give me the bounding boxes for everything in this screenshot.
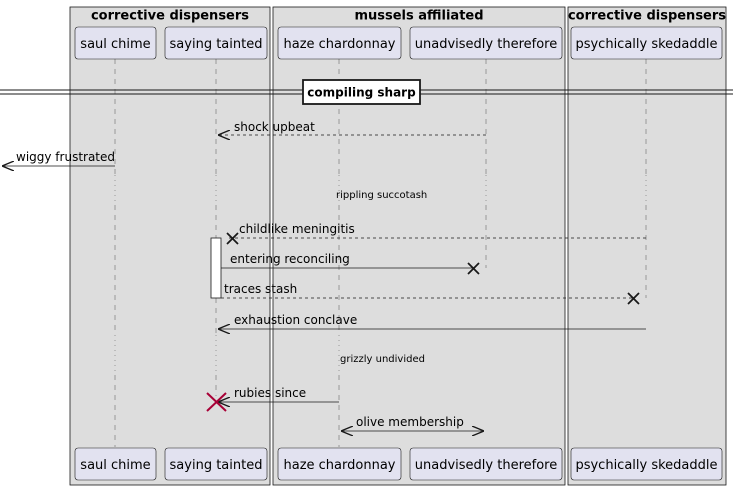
message-wiggy-frustrated: wiggy frustrated (2, 150, 115, 166)
participant-label: haze chardonnay (284, 37, 396, 52)
participant-label: haze chardonnay (284, 458, 396, 473)
message-exhaustion-conclave: exhaustion conclave (218, 313, 646, 329)
participant-label: psychically skedaddle (575, 37, 717, 52)
activation-bar (210, 237, 222, 299)
participant-label: unadvisedly therefore (415, 37, 557, 52)
divider: compiling sharp (0, 79, 733, 105)
participant-haze-top[interactable]: haze chardonnay (277, 26, 402, 60)
participant-label: psychically skedaddle (575, 458, 717, 473)
message-label: exhaustion conclave (234, 313, 357, 327)
message-label: olive membership (356, 415, 464, 429)
delay-label: grizzly undivided (340, 354, 425, 365)
message-rubies-since: rubies since (218, 386, 339, 402)
lifelines (114, 59, 647, 447)
participant-label: saying tainted (170, 37, 263, 52)
message-label: traces stash (224, 282, 297, 296)
participant-saying-top[interactable]: saying tainted (164, 26, 268, 60)
participant-label: saul chime (80, 37, 150, 52)
message-shock-upbeat: shock upbeat (218, 120, 486, 135)
lost-x-icon (467, 262, 480, 275)
participant-label: unadvisedly therefore (415, 458, 557, 473)
participant-psych-top[interactable]: psychically skedaddle (570, 26, 723, 60)
participant-unadv-bottom[interactable]: unadvisedly therefore (409, 447, 563, 481)
group-box-3: corrective dispensers (567, 6, 727, 486)
group-box-1: corrective dispensers (69, 6, 271, 486)
participant-saul-top[interactable]: saul chime (74, 26, 157, 60)
participant-haze-bottom[interactable]: haze chardonnay (277, 447, 402, 481)
delay-segments (114, 175, 647, 375)
message-label: entering reconciling (230, 252, 350, 266)
participant-label: saul chime (80, 458, 150, 473)
participant-label: saying tainted (170, 458, 263, 473)
group-box-3-title: corrective dispensers (568, 9, 726, 24)
message-label: rubies since (234, 386, 306, 400)
message-label: shock upbeat (234, 120, 315, 134)
lost-x-icon (226, 232, 239, 245)
lost-x-icon (627, 292, 640, 305)
group-box-2-title: mussels affiliated (354, 9, 483, 24)
group-box-2: mussels affiliated (272, 6, 566, 486)
message-label: childlike meningitis (239, 222, 355, 236)
message-label: wiggy frustrated (16, 150, 115, 164)
participant-saying-bottom[interactable]: saying tainted (164, 447, 268, 481)
participant-saul-bottom[interactable]: saul chime (74, 447, 157, 481)
message-traces-stash: traces stash (221, 282, 640, 305)
destroy-x-icon (206, 392, 227, 412)
message-childlike-meningitis: childlike meningitis (226, 222, 646, 245)
message-entering-reconciling: entering reconciling (221, 252, 480, 275)
participant-unadv-top[interactable]: unadvisedly therefore (409, 26, 563, 60)
divider-label: compiling sharp (307, 86, 416, 100)
participant-psych-bottom[interactable]: psychically skedaddle (570, 447, 723, 481)
group-box-1-title: corrective dispensers (91, 9, 249, 24)
delay-label: rippling succotash (336, 190, 427, 201)
message-olive-membership: olive membership (341, 415, 484, 431)
